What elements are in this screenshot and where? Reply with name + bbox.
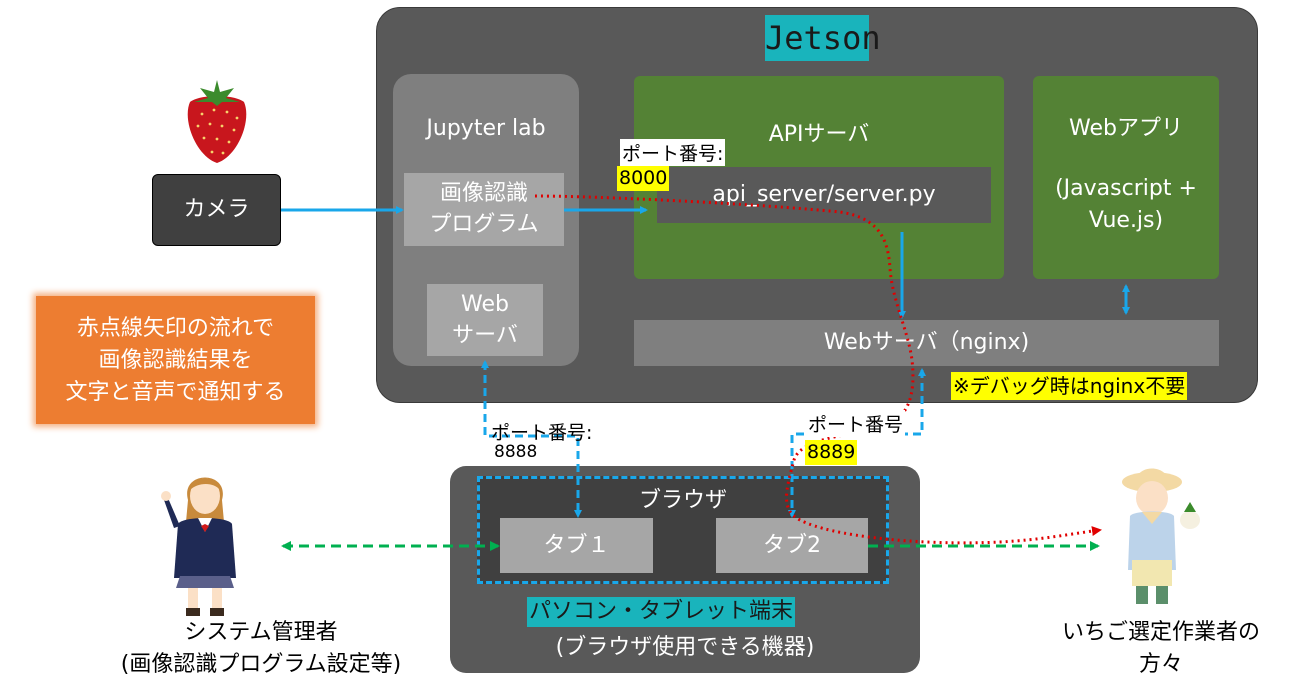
device-title: パソコン・タブレット端末: [527, 597, 796, 627]
admin-label: システム管理者 (画像認識プログラム設定等): [116, 617, 406, 681]
jupyter-port-label: ポート番号:: [491, 422, 593, 444]
web-line2: サーバ: [452, 323, 518, 348]
note-line3: 文字と音声で通知する: [65, 380, 286, 405]
browser-title: ブラウザ: [638, 488, 727, 513]
web-app-box: Webアプリ (Javascript + Vue.js): [1033, 76, 1219, 279]
web-line1: Web: [461, 292, 509, 317]
webapp-line2: (Javascript +: [1055, 176, 1197, 201]
api-port-value: 8000: [617, 166, 670, 191]
api-port-label: ポート番号:: [620, 139, 726, 166]
jupyter-web-server: Web サーバ: [427, 284, 543, 356]
red-arrow-explanation: 赤点線矢印の流れで 画像認識結果を 文字と音声で通知する: [36, 296, 315, 424]
jetson-title: Jetson: [765, 15, 881, 61]
webapp-line3: Vue.js): [1088, 208, 1164, 233]
nginx-web-server: Webサーバ（nginx): [634, 320, 1219, 366]
image-recognition-program: 画像認識 プログラム: [404, 173, 564, 246]
worker-line1: いちご選定作業者の: [1061, 620, 1260, 645]
device-subtitle: (ブラウザ使用できる機器): [555, 635, 815, 660]
admin-person-icon: [161, 477, 236, 616]
tab-1: タブ１: [500, 518, 653, 573]
worker-label: いちご選定作業者の 方々: [1036, 617, 1286, 681]
webapp-line1: Webアプリ: [1069, 116, 1183, 141]
note-line2: 画像認識結果を: [98, 348, 253, 373]
tab-2: タブ2: [716, 518, 868, 573]
note-line1: 赤点線矢印の流れで: [76, 316, 275, 341]
worker-line2: 方々: [1138, 652, 1183, 677]
jupyter-port-value: 8888: [494, 442, 538, 462]
api-server-file: api_server/server.py: [657, 167, 991, 223]
debug-note: ※デバッグ時はnginx不要: [951, 372, 1188, 400]
jupyter-lab-title: Jupyter lab: [426, 116, 546, 141]
nginx-port-value: 8889: [805, 440, 858, 465]
nginx-port-label: ポート番号: [806, 410, 906, 437]
admin-line1: システム管理者: [184, 620, 338, 645]
camera-box: カメラ: [152, 174, 281, 246]
admin-line2: (画像認識プログラム設定等): [120, 652, 402, 677]
strawberry-icon: [187, 80, 247, 163]
program-line2: プログラム: [429, 212, 539, 237]
api-server-title: APIサーバ: [768, 122, 870, 147]
farm-worker-icon: [1122, 468, 1200, 604]
program-line1: 画像認識: [439, 181, 528, 206]
